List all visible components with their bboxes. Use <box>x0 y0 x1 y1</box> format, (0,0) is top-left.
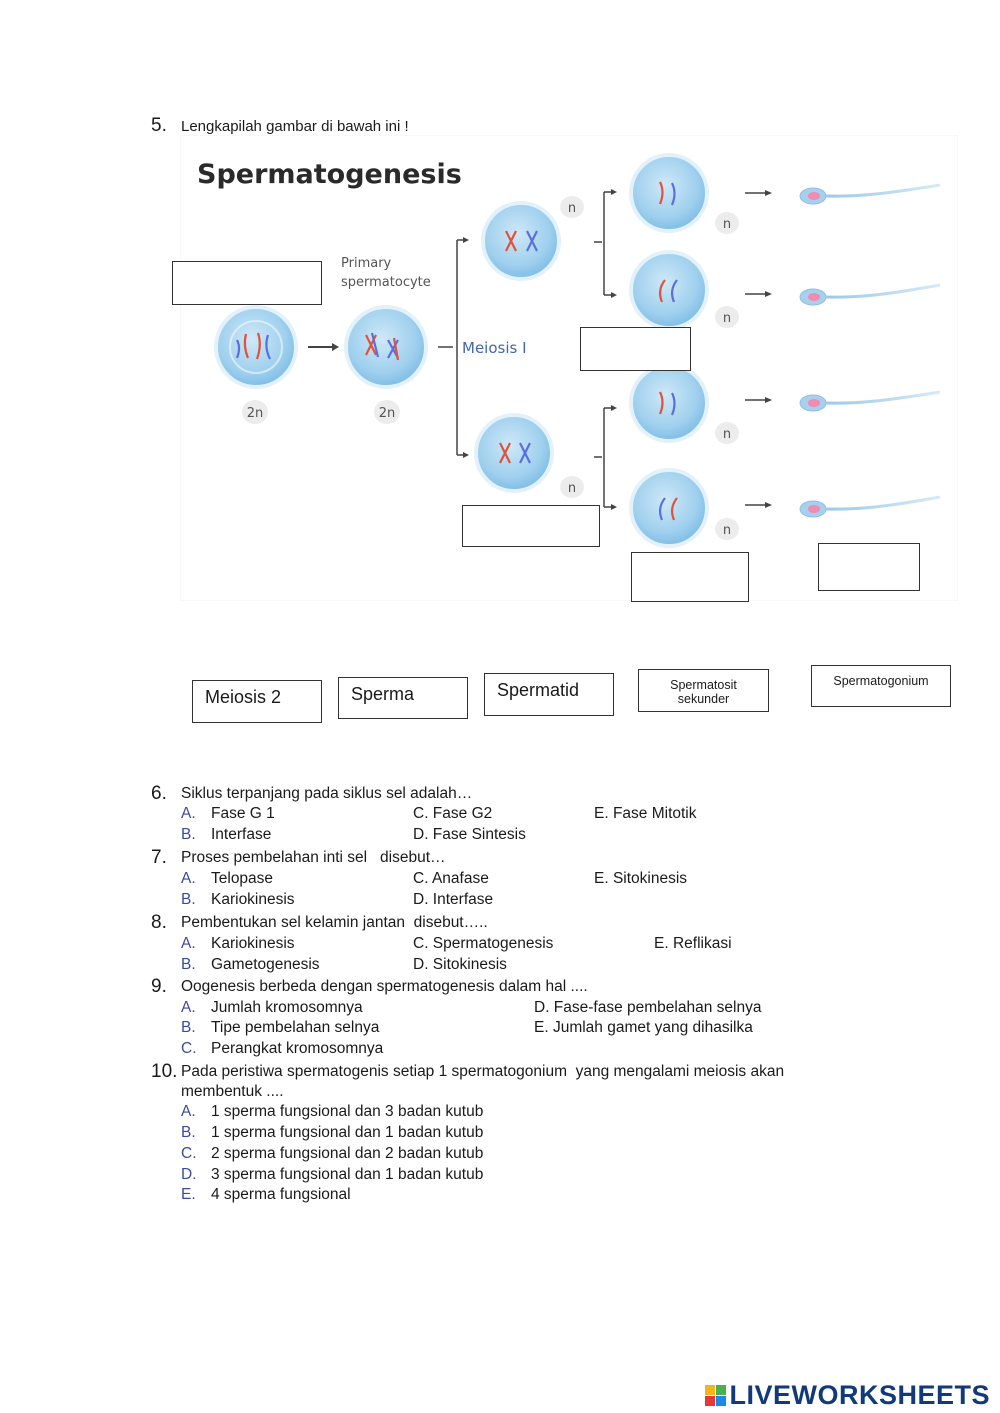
drop-box-spermatid[interactable] <box>631 552 749 602</box>
ploidy-badge <box>374 400 400 424</box>
question-9-option-b[interactable]: B.Tipe pembelahan selnya <box>181 1019 380 1036</box>
question-7-number: 7. <box>151 847 167 868</box>
sperm-cell-1 <box>799 183 941 205</box>
drop-box-meiosis-2[interactable] <box>580 327 691 371</box>
ploidy-label-n: n <box>723 311 731 326</box>
question-7-option-b[interactable]: B.Kariokinesis <box>181 891 295 908</box>
question-6-number: 6. <box>151 783 167 804</box>
ploidy-label-2n: 2n <box>379 406 396 421</box>
liveworksheets-logo[interactable]: LIVEWORKSHEETS <box>705 1380 990 1411</box>
answer-meiosis-2[interactable]: Meiosis 2 <box>192 680 322 723</box>
answer-spermatid[interactable]: Spermatid <box>484 673 614 716</box>
question-7-option-c[interactable]: C. Anafase <box>413 870 489 887</box>
question-7-text: Proses pembelahan inti sel disebut… <box>181 849 446 866</box>
question-10-text-line2: membentuk .... <box>181 1083 284 1100</box>
question-10-option-c[interactable]: C.2 sperma fungsional dan 2 badan kutub <box>181 1145 484 1162</box>
drop-box-spermatosit-sekunder[interactable] <box>462 505 600 547</box>
secondary-spermatocyte-cell-bottom <box>474 413 554 493</box>
spermatocyte-label: spermatocyte <box>341 275 431 290</box>
spermatid-cell-2 <box>629 250 709 330</box>
question-8-text: Pembentukan sel kelamin jantan disebut….… <box>181 914 488 931</box>
answer-spermatosit-sekunder[interactable]: Spermatosit sekunder <box>638 669 769 712</box>
ploidy-badge <box>242 400 268 424</box>
logo-mark-icon <box>705 1385 727 1406</box>
question-6-option-b[interactable]: B.Interfase <box>181 826 272 843</box>
spermatogonium-cell <box>214 305 298 389</box>
answer-sperma[interactable]: Sperma <box>338 677 468 719</box>
ploidy-label-n: n <box>723 217 731 232</box>
arrow-to-sperm <box>745 190 772 508</box>
question-9-text: Oogenesis berbeda dengan spermatogenesis… <box>181 978 588 995</box>
answer-spermatogonium[interactable]: Spermatogonium <box>811 665 951 707</box>
ploidy-badge <box>715 212 739 234</box>
ploidy-badge <box>715 306 739 328</box>
ploidy-label-n: n <box>723 427 731 442</box>
question-5-text: Lengkapilah gambar di bawah ini ! <box>181 118 409 135</box>
question-8-option-b[interactable]: B.Gametogenesis <box>181 956 320 973</box>
answer-spermatosit-line1: Spermatosit <box>670 678 737 692</box>
question-7-option-a[interactable]: A.Telopase <box>181 870 274 887</box>
spermatid-cell-1 <box>629 153 709 233</box>
sperm-cell-2 <box>799 283 941 306</box>
question-6-option-a[interactable]: A.Fase G 1 <box>181 805 275 822</box>
meiosis-1-label: Meiosis I <box>462 339 527 357</box>
drop-box-spermatogonium[interactable] <box>172 261 322 305</box>
sperm-cell-3 <box>799 390 941 412</box>
ploidy-badge <box>715 422 739 444</box>
sperm-cell-4 <box>799 495 941 518</box>
logo-text: LIVEWORKSHEETS <box>729 1380 990 1410</box>
question-10-option-e[interactable]: E.4 sperma fungsional <box>181 1186 351 1203</box>
question-8-option-c[interactable]: C. Spermatogenesis <box>413 935 554 952</box>
drop-box-sperma[interactable] <box>818 543 920 591</box>
primary-spermatocyte-cell <box>344 305 428 389</box>
ploidy-badge <box>715 518 739 540</box>
primary-label: Primary <box>341 256 392 271</box>
question-8-option-d[interactable]: D. Sitokinesis <box>413 956 507 973</box>
question-9-number: 9. <box>151 976 167 997</box>
secondary-spermatocyte-cell-top <box>481 201 561 281</box>
ploidy-label-n: n <box>568 481 576 496</box>
spermatid-cell-4 <box>629 468 709 548</box>
question-7-option-d[interactable]: D. Interfase <box>413 891 494 908</box>
ploidy-label-n: n <box>723 523 731 538</box>
question-6-option-d[interactable]: D. Fase Sintesis <box>413 826 526 843</box>
question-9-option-e[interactable]: E. Jumlah gamet yang dihasilka <box>534 1019 753 1036</box>
question-9-option-c[interactable]: C.Perangkat kromosomnya <box>181 1040 384 1057</box>
question-8-option-e[interactable]: E. Reflikasi <box>654 935 732 952</box>
question-10-option-b[interactable]: B.1 sperma fungsional dan 1 badan kutub <box>181 1124 484 1141</box>
question-6-option-c[interactable]: C. Fase G2 <box>413 805 493 822</box>
answer-spermatosit-line2: sekunder <box>677 692 730 706</box>
question-6-text: Siklus terpanjang pada siklus sel adalah… <box>181 785 473 802</box>
question-10-option-d[interactable]: D.3 sperma fungsional dan 1 badan kutub <box>181 1166 484 1183</box>
ploidy-badge <box>560 476 584 498</box>
ploidy-badge <box>560 196 584 218</box>
question-6-option-e[interactable]: E. Fase Mitotik <box>594 805 697 822</box>
question-9-option-d[interactable]: D. Fase-fase pembelahan selnya <box>534 999 762 1016</box>
question-8-number: 8. <box>151 912 167 933</box>
question-10-option-a[interactable]: A.1 sperma fungsional dan 3 badan kutub <box>181 1103 484 1120</box>
ploidy-label-n: n <box>568 201 576 216</box>
diagram-title: Spermatogenesis <box>197 159 462 190</box>
question-7-option-e[interactable]: E. Sitokinesis <box>594 870 688 887</box>
question-10-text-line1: Pada peristiwa spermatogenis setiap 1 sp… <box>181 1063 785 1080</box>
spermatid-cell-3 <box>629 363 709 443</box>
question-5-number: 5. <box>151 115 167 136</box>
question-10-number: 10. <box>151 1061 178 1082</box>
question-9-option-a[interactable]: A.Jumlah kromosomnya <box>181 999 363 1016</box>
question-8-option-a[interactable]: A.Kariokinesis <box>181 935 295 952</box>
ploidy-label-2n: 2n <box>247 406 264 421</box>
